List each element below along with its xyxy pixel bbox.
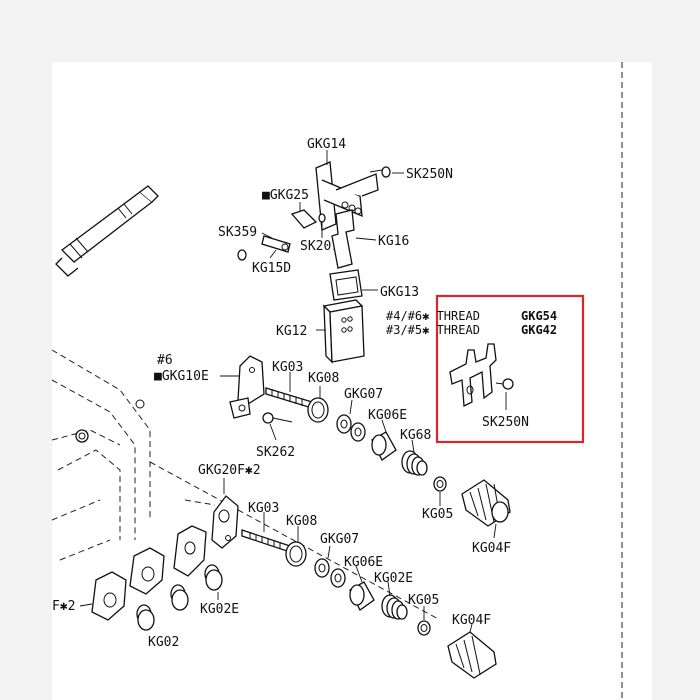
label-kg15d: KG15D [252,261,291,276]
machine-body-outline [51,349,151,561]
callout-line1-prefix: #4/#6✱ THREAD [386,309,480,323]
part-thread-guide-bracket [449,343,497,408]
callout-thread-guide: #4/#6✱ THREAD GKG54 #3/#5✱ THREAD GKG42 … [386,294,585,444]
label-gkg07-upper: GKG07 [344,387,383,402]
part-kg02e-middle [381,594,408,620]
label-kg08-lower: KG08 [286,514,317,529]
label-gkg13: GKG13 [380,285,419,300]
label-sk262: SK262 [256,445,295,460]
paper-sheet [52,62,652,700]
label-kg02e-middle: KG02E [374,571,413,586]
label-gkg20f: GKG20F✱2 [198,463,261,478]
part-gkg10e [229,355,265,419]
part-kg12 [322,299,365,364]
part-gkg20f [211,495,239,549]
label-gkg14: GKG14 [307,137,346,152]
label-sk359: SK359 [218,225,257,240]
label-gkg10e: ■GKG10E [154,369,209,384]
part-gkg07-lower [314,558,346,588]
part-kg06e-lower [349,581,375,611]
assembly-axis-guide [184,499,216,506]
label-kg04f-upper: KG04F [472,541,511,556]
callout-screw-label: SK250N [482,415,529,430]
label-kg03-upper: KG03 [272,360,303,375]
label-kg05-lower: KG05 [408,593,439,608]
part-kg02e-left [136,564,223,631]
label-kg04f-lower: KG04F [452,613,491,628]
shaft-upper-left [55,185,159,277]
label-kg03-lower: KG03 [248,501,279,516]
part-kg08-lower [285,541,307,567]
label-sk207: SK207 [300,239,339,254]
part-sk262 [262,412,293,424]
label-kg05-upper: KG05 [422,507,453,522]
part-kg04f-upper [461,479,511,527]
label-kg02-cut: KG02 [148,635,179,650]
callout-line1-code: GKG54 [521,309,557,323]
label-kg02e-left: KG02E [200,602,239,617]
part-sk359-kg15d [237,235,291,261]
part-kg08-upper [307,397,329,423]
label-n6: #6 [157,353,173,368]
label-kg06e-lower: KG06E [344,555,383,570]
label-kg16: KG16 [378,234,409,249]
label-gkg07-lower: GKG07 [320,532,359,547]
callout-line2-code: GKG42 [521,323,557,337]
part-gkg13 [329,269,363,301]
part-kg06e-upper [371,431,397,461]
assembly-axis-lower [149,461,441,621]
part-kg68-spring [401,450,428,476]
label-gkg25: ■GKG25 [262,188,309,203]
part-sk207 [318,213,326,238]
label-kg68: KG68 [400,428,431,443]
label-kg12: KG12 [276,324,307,339]
label-sk250n-top: SK250N [406,167,453,182]
part-gkg14-bracket [315,161,379,231]
label-f2: F✱2 [52,599,75,614]
part-gkg07-upper [336,414,366,442]
part-kg05-lower [417,620,431,636]
label-kg08-upper: KG08 [308,371,339,386]
part-sk250n-screw-callout [495,378,514,390]
part-kg16 [331,209,355,269]
callout-highlight-box [435,294,585,444]
part-tension-brackets-lower [91,525,207,621]
callout-line2-prefix: #3/#5✱ THREAD [386,323,480,337]
label-kg06e-upper: KG06E [368,408,407,423]
part-sk250n-screw-top [369,166,391,178]
part-kg05-upper [433,476,447,492]
